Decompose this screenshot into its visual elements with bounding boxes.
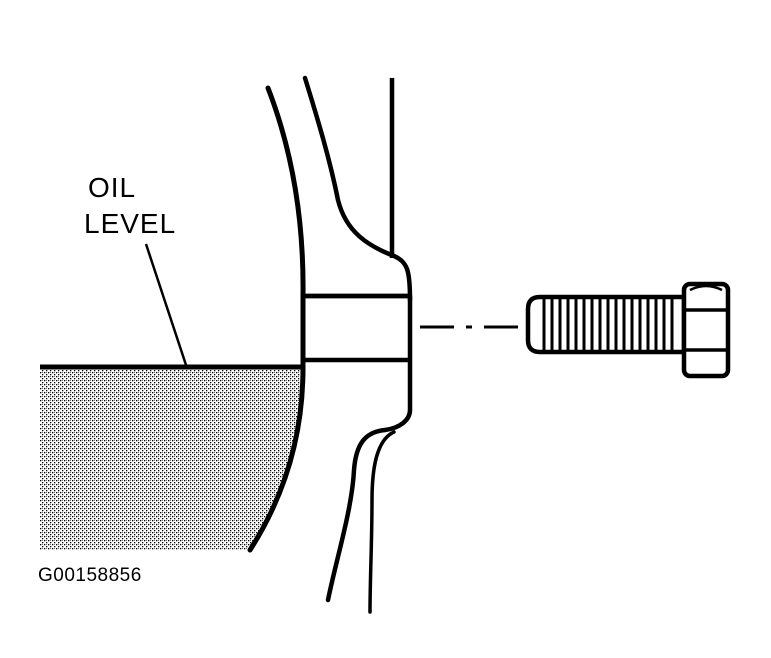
label-leader-line xyxy=(144,243,188,366)
housing-inner-wall-lower-2 xyxy=(368,430,396,614)
housing-inner-wall-lower xyxy=(325,427,388,603)
housing-inner-wall-upper xyxy=(302,75,413,303)
drain-plug-bolt-icon xyxy=(525,281,731,379)
bolt-threads xyxy=(542,299,674,350)
oil-fill-icon xyxy=(40,368,301,550)
oil-level-label-line1: OIL xyxy=(88,172,137,203)
drain-boss xyxy=(303,293,413,433)
oil-level-label-line2: LEVEL xyxy=(84,208,177,239)
figure-id-label: G00158856 xyxy=(38,565,142,586)
